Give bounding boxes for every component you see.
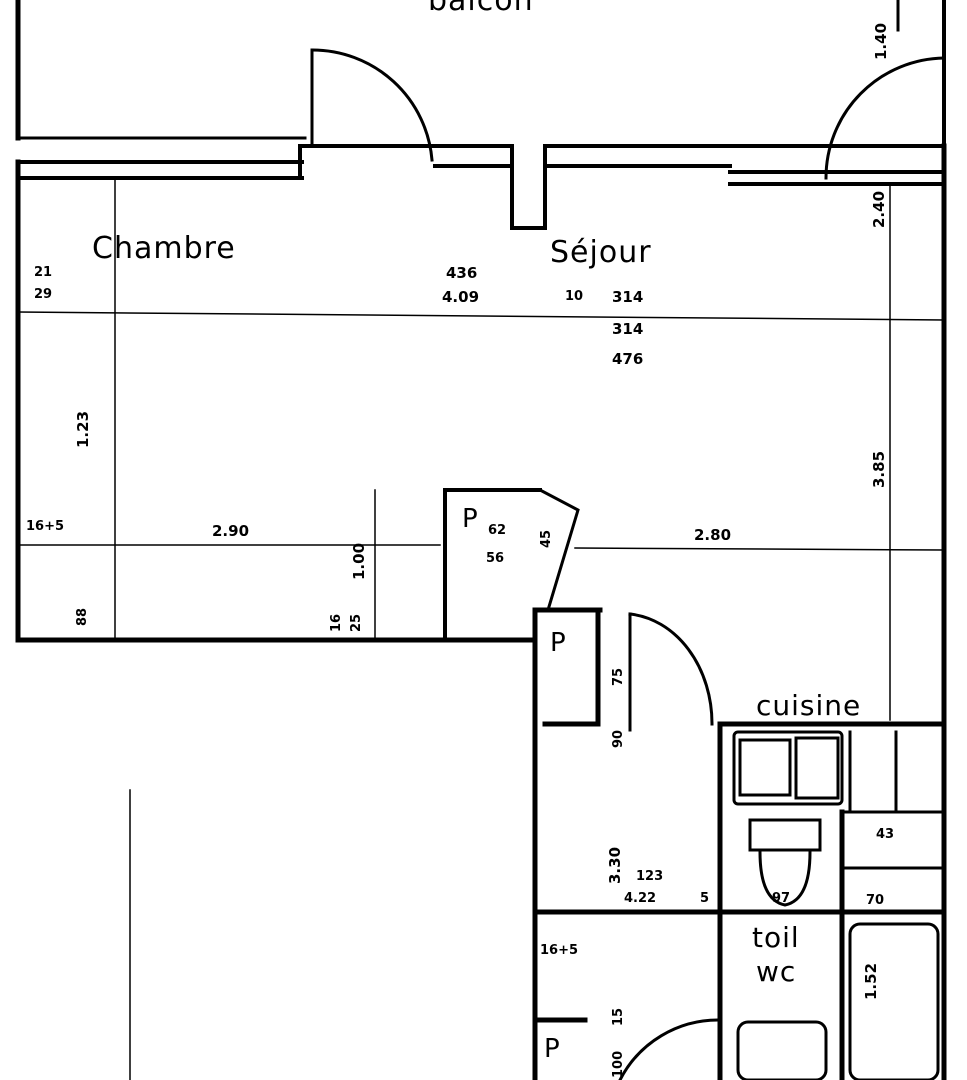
- dim-10: 10: [565, 289, 584, 304]
- closet-1: [443, 487, 580, 642]
- dim-290: 2.90: [212, 522, 250, 540]
- door-balcony-right: [824, 56, 946, 180]
- dim-5: 5: [700, 891, 710, 906]
- dim-21: 21: [34, 265, 53, 280]
- corridor-walls: [532, 607, 947, 1080]
- vdim-15: 15: [611, 1007, 626, 1026]
- closet-1-dim-b: 56: [486, 551, 505, 566]
- kitchen-utility: [840, 730, 946, 870]
- room-label-wc: wc: [756, 955, 797, 988]
- dim-476: 476: [612, 350, 644, 368]
- room-label-kitchen: cuisine: [756, 689, 862, 722]
- dim-29: 29: [34, 287, 53, 302]
- closet-label-2: P: [550, 628, 566, 658]
- closet-label-3: P: [544, 1034, 560, 1064]
- dimension-lines: [17, 177, 945, 1080]
- vdim-240: 2.40: [870, 190, 888, 228]
- vdim-75: 75: [611, 667, 626, 686]
- dim-409: 4.09: [442, 288, 480, 306]
- vdim-123: 1.23: [74, 410, 92, 448]
- left-wall: [15, 159, 538, 643]
- vdim-385: 3.85: [870, 450, 888, 488]
- room-label-toilet: toil: [752, 921, 800, 954]
- toilet: [748, 818, 822, 907]
- dim-16-5-corridor: 16+5: [540, 943, 579, 958]
- vdim-16: 16: [329, 613, 344, 632]
- vdim-25: 25: [349, 613, 364, 632]
- vdim-152: 1.52: [862, 962, 880, 1000]
- vdim-88: 88: [75, 607, 90, 626]
- dim-97: 97: [772, 891, 791, 906]
- vdim-100b: 100: [611, 1050, 626, 1078]
- vdim-45: 45: [539, 529, 554, 548]
- dim-16-5-left: 16+5: [26, 519, 65, 534]
- dim-70: 70: [866, 893, 885, 908]
- dim-280: 2.80: [694, 526, 732, 544]
- dim-314-a: 314: [612, 288, 644, 306]
- top-wall: [16, 144, 946, 230]
- dim-123: 123: [636, 869, 664, 884]
- dim-436: 436: [446, 264, 478, 282]
- room-label-balcony: balcon: [428, 0, 534, 18]
- vdim-330: 3.30: [606, 846, 624, 884]
- closet-1-dim-a: 62: [488, 523, 507, 538]
- dim-43: 43: [876, 827, 895, 842]
- vdim-100: 1.00: [350, 542, 368, 580]
- bathtub: [848, 922, 940, 1080]
- door-corridor: [628, 612, 714, 732]
- vdim-90: 90: [611, 729, 626, 748]
- room-label-bedroom: Chambre: [92, 231, 236, 266]
- vdim-140: 1.40: [872, 22, 890, 60]
- washbasin: [736, 1020, 828, 1080]
- door-bathroom: [618, 1013, 722, 1080]
- dim-422: 4.22: [624, 891, 657, 906]
- door-balcony-left: [310, 48, 434, 162]
- kitchen-sink: [732, 730, 844, 806]
- room-label-living-room: Séjour: [550, 235, 652, 270]
- closet-label-1: P: [462, 504, 478, 534]
- dim-314-b: 314: [612, 320, 644, 338]
